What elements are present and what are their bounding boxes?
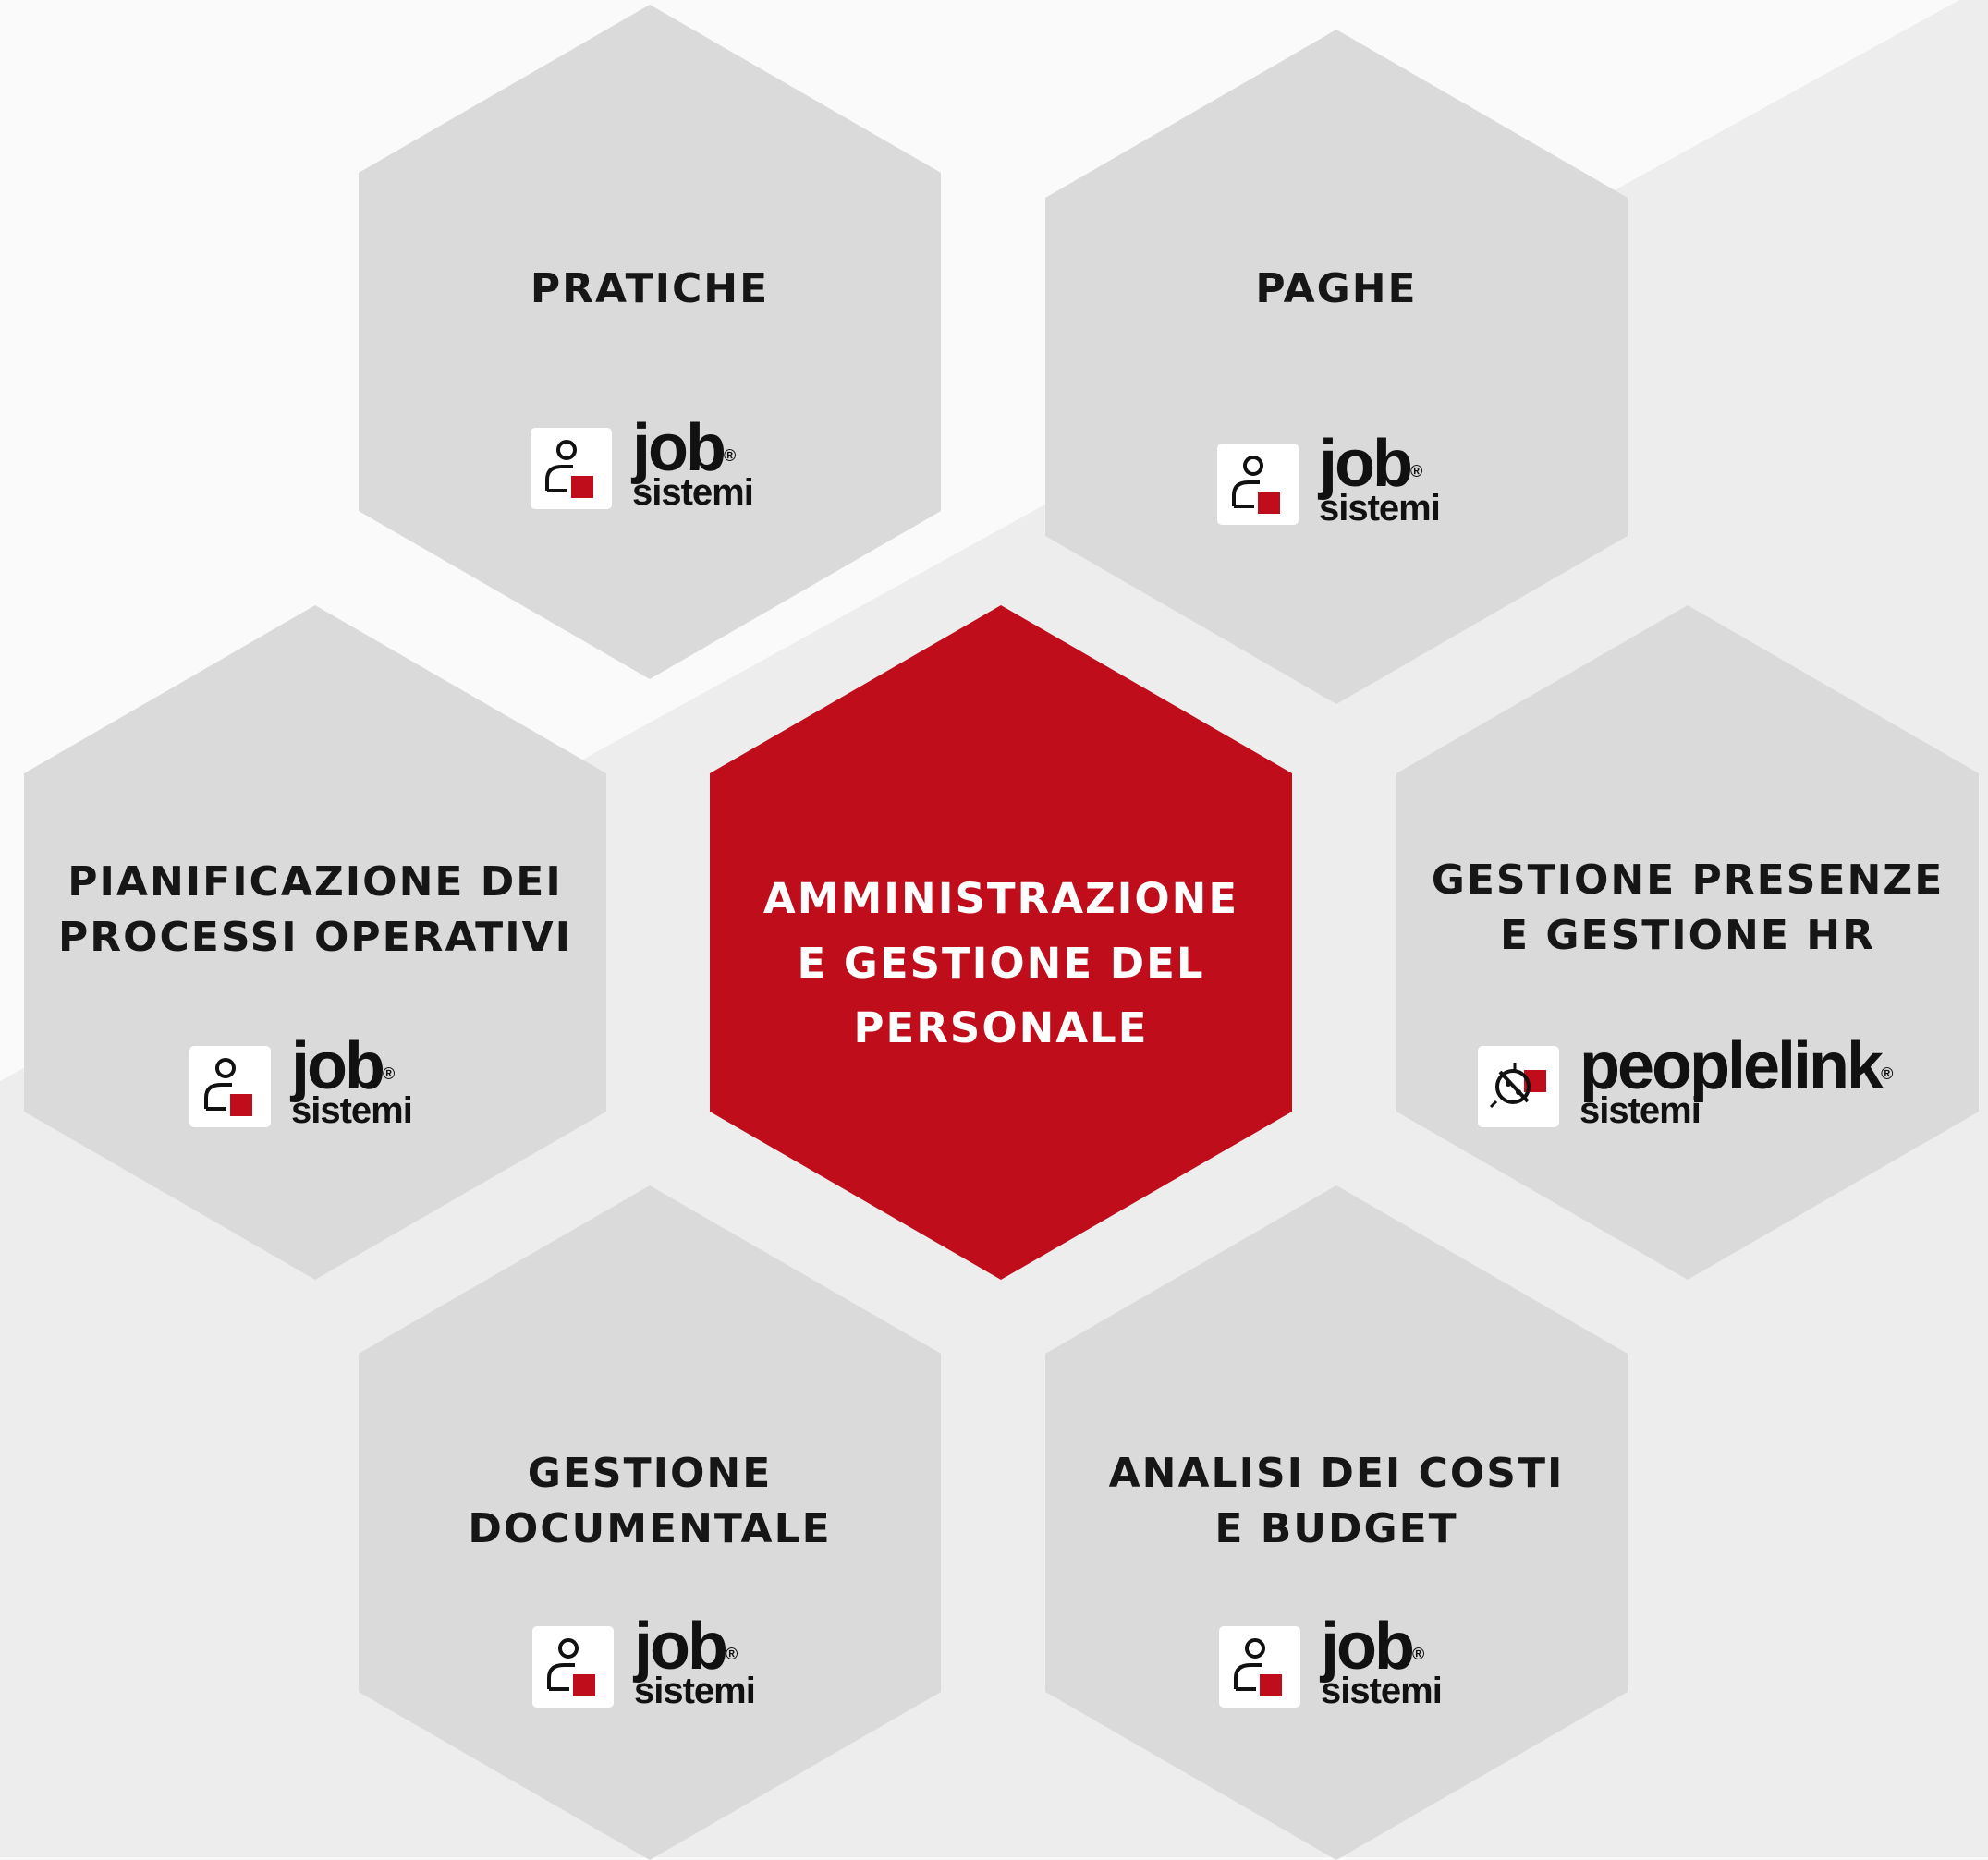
registered-mark: ® [1881,1064,1894,1083]
logo-brand-text: job [1319,427,1413,501]
hexagon-title-center: AMMINISTRAZIONE E GESTIONE DEL PERSONALE [762,874,1239,1052]
logo-brand-text: job [291,1029,385,1103]
person-icon [189,1046,271,1127]
logo-sub-text: sistemi [634,1671,756,1711]
hexagon-pianificazione: PIANIFICAZIONE DEI PROCESSI OPERATIVI jo… [24,605,606,1280]
hexagon-title: PRATICHE [530,265,770,312]
hexagon-title: GESTIONE PRESENZE E GESTIONE HR [1431,857,1945,959]
registered-mark: ® [723,446,737,465]
hexagon-gestione-presenze: GESTIONE PRESENZE E GESTIONE HR peopleli… [1396,605,1979,1280]
hexagon-shape [1045,30,1628,704]
logo-sub-text: sistemi [1579,1090,1701,1131]
registered-mark: ® [725,1645,738,1663]
registered-mark: ® [382,1064,396,1083]
logo-brand-text: job [634,1610,728,1684]
registered-mark: ® [1411,1645,1425,1663]
hexagon-title: PAGHE [1255,265,1418,312]
logo-brand-text: job [1321,1610,1415,1684]
ladybug-icon [1478,1046,1559,1127]
hexagon-analisi-costi: ANALISI DEI COSTI E BUDGET job® sistemi [1045,1185,1628,1860]
person-icon [531,428,612,509]
hexagon-title: PIANIFICAZIONE DEI PROCESSI OPERATIVI [57,858,572,961]
logo-brand-text: job [632,411,726,485]
hexagon-title: ANALISI DEI COSTI E BUDGET [1108,1450,1565,1552]
hexagon-gestione-documentale: GESTIONE DOCUMENTALE job® sistemi [359,1185,941,1860]
hexagon-pratiche: PRATICHE job® sistemi [359,5,941,679]
person-icon [1217,444,1299,525]
hexagon-center-amministrazione: AMMINISTRAZIONE E GESTIONE DEL PERSONALE [710,605,1292,1280]
logo-brand-text: peoplelink [1579,1029,1884,1103]
registered-mark: ® [1409,462,1423,480]
hexagon-title: GESTIONE DOCUMENTALE [468,1450,832,1552]
hexagon-shape [1045,1185,1628,1860]
hexagon-shape [359,1185,941,1860]
logo-sub-text: sistemi [1319,488,1441,529]
logo-sub-text: sistemi [1321,1671,1443,1711]
hexagon-shape [710,605,1292,1280]
logo-sub-text: sistemi [632,472,754,513]
logo-sub-text: sistemi [291,1090,413,1131]
person-icon [1219,1626,1300,1708]
hexagon-paghe: PAGHE job® sistemi [1045,30,1628,704]
hexagon-shape [359,5,941,679]
hexagon-shape [24,605,606,1280]
person-icon [532,1626,614,1708]
